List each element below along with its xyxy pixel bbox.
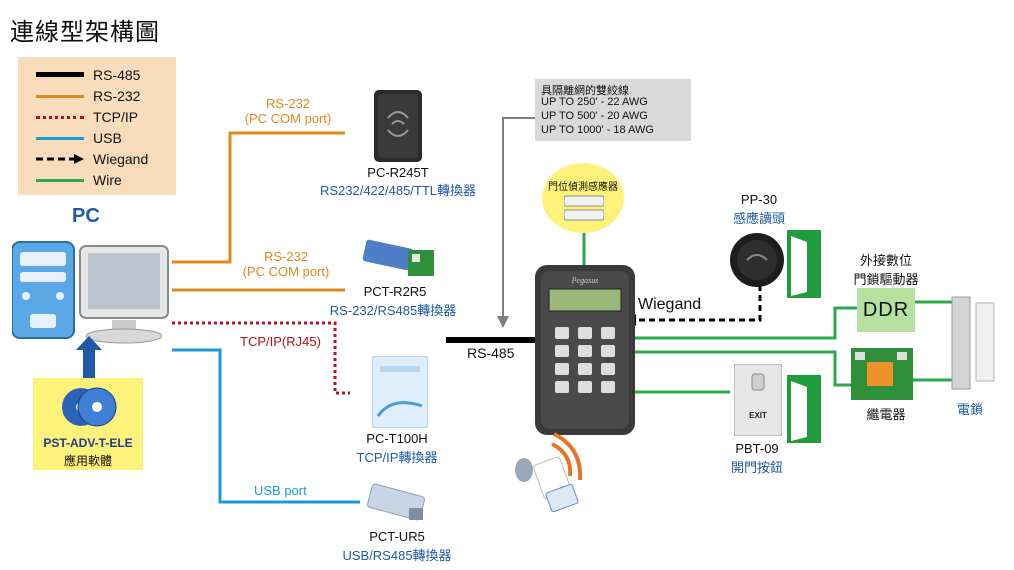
cd-icon [62, 387, 117, 427]
wiegand-line [630, 285, 762, 322]
rs232-line-1 [172, 131, 345, 264]
ddr-wire [632, 306, 857, 340]
rs232-label-2: RS-232(PC COM port) [242, 249, 330, 279]
electric-lock [951, 296, 995, 390]
legend-swatch-wire [36, 179, 84, 182]
sensor-icon [564, 195, 604, 221]
page-title: 連線型架構圖 [10, 19, 160, 46]
pct-ur5-sub: USB/RS485轉換器 [342, 548, 452, 563]
pc-icon [12, 241, 169, 344]
tcpip-label: TCP/IP(RJ45) [240, 334, 321, 349]
software-name: PST-ADV-T-ELE [43, 436, 133, 450]
door-icon-1 [787, 230, 821, 298]
ddr-label: 外接數位門鎖驅動器 [853, 253, 919, 287]
legend-item-tcpip: TCP/IP [36, 108, 176, 126]
exit-button: EXIT [734, 364, 782, 436]
pc-t100h-name: PC-T100H [366, 431, 428, 446]
usb-line [172, 348, 360, 504]
pc-r245t-sub: RS232/422/485/TTL轉換器 [319, 183, 477, 198]
legend-swatch-rs232 [36, 95, 84, 98]
pc-t100h-sub: TCP/IP轉換器 [356, 450, 438, 465]
controller-brand: Pegasus [571, 276, 599, 285]
legend-swatch-usb [36, 137, 84, 140]
usb-label: USB port [254, 483, 307, 498]
software-subtitle: 應用軟體 [63, 454, 112, 468]
relay-name: 繼電器 [866, 407, 906, 422]
pc-label: PC [72, 205, 100, 227]
legend-item-rs232: RS-232 [36, 87, 176, 105]
pc-r245t-name: PC-R245T [367, 165, 429, 180]
pbt09-sub: 開門按鈕 [730, 460, 783, 475]
legend-item-wiegand: Wiegand [36, 150, 176, 168]
ddr-box: DDR [857, 288, 915, 332]
exit-button-text: EXIT [749, 411, 767, 420]
legend-swatch-tcpip [36, 116, 84, 119]
pbt09-name: PBT-09 [735, 441, 779, 456]
legend-swatch-rs485 [36, 72, 84, 77]
legend-swatch-wiegand [36, 154, 84, 164]
rfid-cards-icon [515, 432, 583, 513]
access-controller: Pegasus [535, 265, 635, 435]
cable-spec-line-1: UP TO 250' - 22 AWG [541, 96, 648, 108]
door-sensor: 門位偵測感應器 [542, 163, 624, 233]
legend-item-rs485: RS-485 [36, 66, 176, 84]
door-icon-2 [787, 375, 821, 443]
pp30-reader [730, 233, 784, 287]
cable-spec-title: 具隔離網的雙絞線 [541, 85, 629, 97]
pp30-name: PP-30 [740, 192, 778, 207]
up-arrow-icon [76, 336, 102, 378]
tcpip-line [172, 321, 350, 395]
wiegand-label: Wiegand [638, 296, 702, 313]
legend-item-usb: USB [36, 129, 176, 147]
rs232-label-1: RS-232(PC COM port) [244, 96, 332, 126]
pct-r2r5-sub: RS-232/RS485轉換器 [329, 303, 457, 318]
cable-spec-box: 具隔離網的雙絞線 UP TO 250' - 22 AWG UP TO 500' … [535, 79, 691, 141]
pc-t100h-converter [372, 356, 428, 428]
rs485-label: RS-485 [467, 345, 515, 361]
cable-spec-pointer [502, 117, 535, 318]
software-box: PST-ADV-T-ELE 應用軟體 [33, 378, 143, 470]
relay-board [851, 348, 913, 400]
pct-r2r5-converter [362, 239, 434, 276]
cable-spec-line-2: UP TO 500' - 20 AWG [541, 110, 648, 122]
pct-r2r5-name: PCT-R2R5 [363, 284, 427, 299]
pct-ur5-converter [366, 483, 426, 521]
pp30-sub: 感應讀頭 [732, 211, 785, 226]
pc-r245t-reader [374, 90, 422, 162]
lock-name: 電鎖 [956, 402, 983, 417]
relay-wire [632, 350, 855, 387]
pct-ur5-name: PCT-UR5 [369, 529, 425, 544]
cable-spec-line-3: UP TO 1000' - 18 AWG [541, 124, 654, 136]
legend: RS-485 RS-232 TCP/IP USB Wiegand Wire [18, 57, 176, 195]
legend-item-wire: Wire [36, 171, 176, 189]
door-sensor-label: 門位偵測感應器 [548, 182, 618, 193]
